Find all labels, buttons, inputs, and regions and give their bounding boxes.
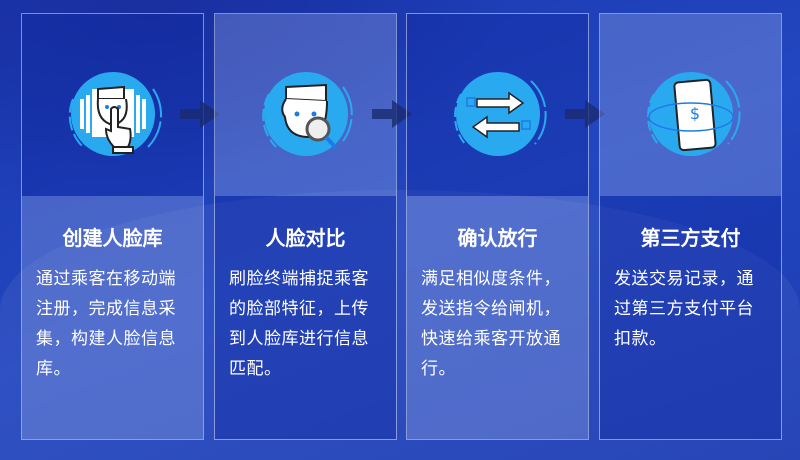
step-description: 刷脸终端捕捉乘客的脸部特征，上传到人脸库进行信息匹配。	[229, 269, 369, 379]
arrow-right-icon	[372, 100, 412, 128]
face-search-icon	[262, 72, 353, 156]
step-card-confirm-pass: 确认放行 满足相似度条件，发送指令给闸机，快速给乘客开放通行。	[406, 13, 589, 440]
step-title: 创建人脸库	[62, 226, 163, 250]
dollar-symbol: $	[690, 104, 700, 123]
arrow-right-icon	[180, 100, 220, 128]
card-bottom	[22, 196, 203, 439]
step-title: 人脸对比	[265, 226, 346, 250]
step-title: 确认放行	[457, 226, 538, 250]
step-description: 通过乘客在移动端注册，完成信息采集，构建人脸信息库。	[36, 269, 176, 379]
step-description: 满足相似度条件，发送指令给闸机，快速给乘客开放通行。	[421, 269, 561, 379]
card-bottom	[600, 196, 781, 439]
step-card-face-compare: 人脸对比 刷脸终端捕捉乘客的脸部特征，上传到人脸库进行信息匹配。	[214, 13, 397, 440]
face-touch-icon	[68, 72, 162, 156]
background-wave	[0, 190, 800, 460]
step-card-third-party-payment: $ 第三方支付 发送交易记录，通过第三方支付平台扣款。	[599, 13, 782, 440]
arrow-right-icon	[565, 100, 605, 128]
mobile-payment-icon: $	[647, 72, 741, 156]
exchange-arrows-icon	[454, 72, 547, 156]
card-bottom	[407, 196, 588, 439]
card-bottom	[215, 196, 396, 439]
step-description: 发送交易记录，通过第三方支付平台扣款。	[614, 269, 754, 349]
step-title: 第三方支付	[640, 226, 741, 250]
step-card-create-face-library: 创建人脸库 通过乘客在移动端注册，完成信息采集，构建人脸信息库。	[21, 13, 204, 440]
